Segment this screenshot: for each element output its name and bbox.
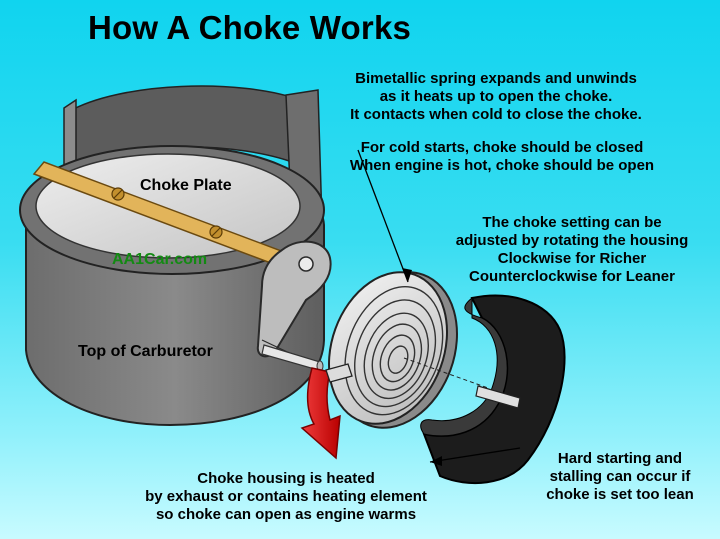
spring-axis bbox=[403, 357, 489, 389]
choke-plate-label: Choke Plate bbox=[140, 177, 232, 194]
callout-line: Hard starting and bbox=[557, 450, 683, 467]
callout-line: as it heats up to open the choke. bbox=[379, 88, 613, 105]
callout-line: choke is set too lean bbox=[546, 486, 694, 503]
website-watermark: AA1Car.com bbox=[112, 251, 208, 268]
cold-start-callout: For cold starts, choke should be closed … bbox=[316, 139, 688, 175]
bimetallic-spring bbox=[325, 271, 458, 429]
carburetor-body bbox=[19, 85, 325, 427]
choke-housing bbox=[420, 294, 566, 485]
callout-line: Counterclockwise for Leaner bbox=[469, 268, 675, 285]
callout-line: When engine is hot, choke should be open bbox=[349, 157, 655, 174]
choke-lever bbox=[256, 240, 332, 359]
page-title: How A Choke Works bbox=[88, 9, 412, 46]
callout-line: For cold starts, choke should be closed bbox=[360, 139, 644, 156]
leader-arrowheads bbox=[402, 268, 442, 466]
bimetallic-spring-callout: Bimetallic spring expands and unwinds as… bbox=[316, 70, 676, 124]
callout-line: Bimetallic spring expands and unwinds bbox=[355, 70, 637, 87]
heat-arrow bbox=[300, 367, 341, 460]
callout-line: adjusted by rotating the housing bbox=[455, 232, 689, 249]
callout-line: stalling can occur if bbox=[549, 468, 691, 485]
callout-line: so choke can open as engine warms bbox=[155, 506, 417, 523]
callout-line: It contacts when cold to close the choke… bbox=[350, 106, 642, 123]
top-of-carburetor-label: Top of Carburetor bbox=[78, 343, 213, 360]
leader-lines bbox=[357, 149, 521, 463]
callout-line: Choke housing is heated bbox=[197, 470, 375, 487]
hard-starting-callout: Hard starting and stalling can occur if … bbox=[522, 450, 718, 504]
callout-line: Clockwise for Richer bbox=[497, 250, 647, 267]
housing-heated-callout: Choke housing is heated by exhaust or co… bbox=[116, 470, 456, 524]
callout-line: by exhaust or contains heating element bbox=[145, 488, 427, 505]
choke-setting-callout: The choke setting can be adjusted by rot… bbox=[424, 214, 720, 286]
callout-line: The choke setting can be bbox=[482, 214, 662, 231]
